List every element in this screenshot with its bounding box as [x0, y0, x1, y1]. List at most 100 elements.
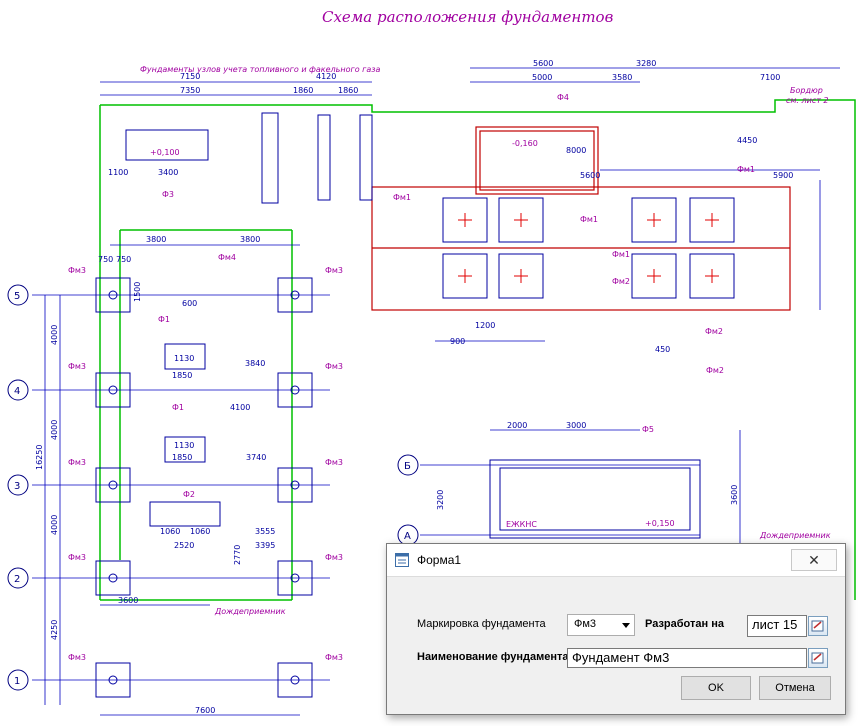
dim-top-5: 1860 [338, 86, 358, 95]
close-button[interactable]: ✕ [791, 549, 837, 571]
axis-label-b: Б [404, 461, 411, 472]
dim-mid-33: 750 [116, 255, 131, 264]
note-border2: см. лист 2 [786, 96, 829, 105]
ok-button-label: OK [708, 682, 724, 694]
mark-ejkns: ЕЖКНС [506, 520, 537, 529]
dim-mid-9: 7600 [195, 706, 215, 715]
axis-label-2: 2 [14, 574, 20, 585]
dim-mid-22: 2770 [233, 545, 242, 565]
dim-mid-1: 3800 [146, 235, 166, 244]
dim-top-1: 7150 [180, 72, 200, 81]
mark-fm3-2: Фм3 [325, 266, 343, 275]
dim-top-6: 5600 [533, 59, 553, 68]
dim-mid-28: 1500 [133, 282, 142, 302]
chevron-down-icon[interactable] [622, 623, 630, 628]
dim-mid-2: 3800 [240, 235, 260, 244]
mark-fm3-5: Фм3 [68, 458, 86, 467]
dim-mid-11: 1130 [174, 354, 194, 363]
mark-f1-2: Ф1 [172, 403, 184, 412]
axis-label-a: А [404, 531, 411, 542]
mark-f3: Ф3 [162, 190, 174, 199]
sheet-field-value: лист 15 [752, 617, 798, 632]
mark-fm4: Фм4 [218, 253, 236, 262]
dim-top-2: 4120 [316, 72, 336, 81]
dim-mid-17: 3840 [245, 359, 265, 368]
dim-top-3: 7350 [180, 86, 200, 95]
dim-mid-25: 3600 [730, 485, 739, 505]
dim-mid-12: 1850 [172, 453, 192, 462]
level-3: +0,150 [645, 519, 675, 528]
dim-mid-31: 450 [655, 345, 670, 354]
dim-top-12: 8000 [566, 146, 586, 155]
sheet-pick-button[interactable] [808, 616, 828, 636]
axis-label-1: 1 [14, 676, 20, 687]
form1-dialog: Форма1 ✕ Маркировка фундамента Фм3 Разра… [386, 543, 846, 715]
name-field-value: Фундамент Фм3 [572, 650, 670, 665]
dim-top-15: 3400 [158, 168, 178, 177]
dim-mid-8: 3600 [118, 596, 138, 605]
dim-mid-26: 3200 [436, 490, 445, 510]
dim-top-10: 7100 [760, 73, 780, 82]
mark-fm3-6: Фм3 [325, 458, 343, 467]
dim-top-7: 5000 [532, 73, 552, 82]
dim-mid-5: 4000 [50, 420, 59, 440]
mark-fm2-3: Фм2 [706, 366, 724, 375]
mark-f4: Ф4 [557, 93, 569, 102]
cancel-button-label: Отмена [775, 682, 815, 694]
dim-mid-24: 3000 [566, 421, 586, 430]
dim-mid-30: 600 [182, 299, 197, 308]
mark-f1-1: Ф1 [158, 315, 170, 324]
dim-top-13: 5600 [580, 171, 600, 180]
dim-mid-29: 900 [450, 337, 465, 346]
note-border: Бордюр [790, 86, 823, 95]
dim-top-11: 4450 [737, 136, 757, 145]
mark-fm1-3: Фм1 [737, 165, 755, 174]
mark-fm2-2: Фм2 [705, 327, 723, 336]
level-2: -0,160 [512, 139, 538, 148]
mark-fm1-2: Фм1 [580, 215, 598, 224]
dim-mid-19: 3740 [246, 453, 266, 462]
dim-mid-15: 1060 [160, 527, 180, 536]
edit-icon [811, 652, 824, 664]
dim-top-4: 1860 [293, 86, 313, 95]
dialog-title: Форма1 [417, 553, 462, 567]
mark-fm3-9: Фм3 [68, 653, 86, 662]
dialog-titlebar[interactable]: Форма1 ✕ [387, 544, 845, 577]
level-1: +0,100 [150, 148, 180, 157]
marking-select-value: Фм3 [574, 618, 597, 630]
name-field[interactable]: Фундамент Фм3 [567, 648, 807, 668]
name-label: Наименование фундамента [417, 651, 569, 663]
name-pick-button[interactable] [808, 648, 828, 668]
note-top: Фундаменты узлов учета топливного и факе… [140, 65, 381, 74]
dim-mid-13: 1130 [174, 441, 194, 450]
dim-top-9: 3280 [636, 59, 656, 68]
mark-f5: Ф5 [642, 425, 654, 434]
axis-label-5: 5 [14, 291, 20, 302]
note-drain-2: Дождеприемник [759, 531, 831, 540]
form-icon [395, 553, 409, 567]
dim-mid-16: 1060 [190, 527, 210, 536]
sheet-field[interactable]: лист 15 [747, 615, 807, 637]
mark-fm3-1: Фм3 [68, 266, 86, 275]
ok-button[interactable]: OK [681, 676, 751, 700]
edit-icon [811, 620, 824, 632]
close-icon: ✕ [808, 552, 820, 568]
marking-select[interactable]: Фм3 [567, 614, 635, 636]
dim-mid-27: 1200 [475, 321, 495, 330]
developed-on-label: Разработан на [645, 618, 724, 630]
marking-label: Маркировка фундамента [417, 618, 546, 630]
cancel-button[interactable]: Отмена [759, 676, 831, 700]
mark-fm1-1: Фм1 [393, 193, 411, 202]
mark-fm3-3: Фм3 [68, 362, 86, 371]
dim-mid-32: 750 [98, 255, 113, 264]
dim-top-14: 5900 [773, 171, 793, 180]
drawing-title: Схема расположения фундаментов [322, 8, 614, 26]
dim-mid-14: 2520 [174, 541, 194, 550]
dim-mid-7: 4250 [50, 620, 59, 640]
mark-fm3-10: Фм3 [325, 653, 343, 662]
dim-mid-3: 16250 [35, 445, 44, 470]
mark-fm1-4: Фм1 [612, 250, 630, 259]
dim-mid-21: 3395 [255, 541, 275, 550]
axis-label-3: 3 [14, 481, 20, 492]
dim-top-8: 3580 [612, 73, 632, 82]
